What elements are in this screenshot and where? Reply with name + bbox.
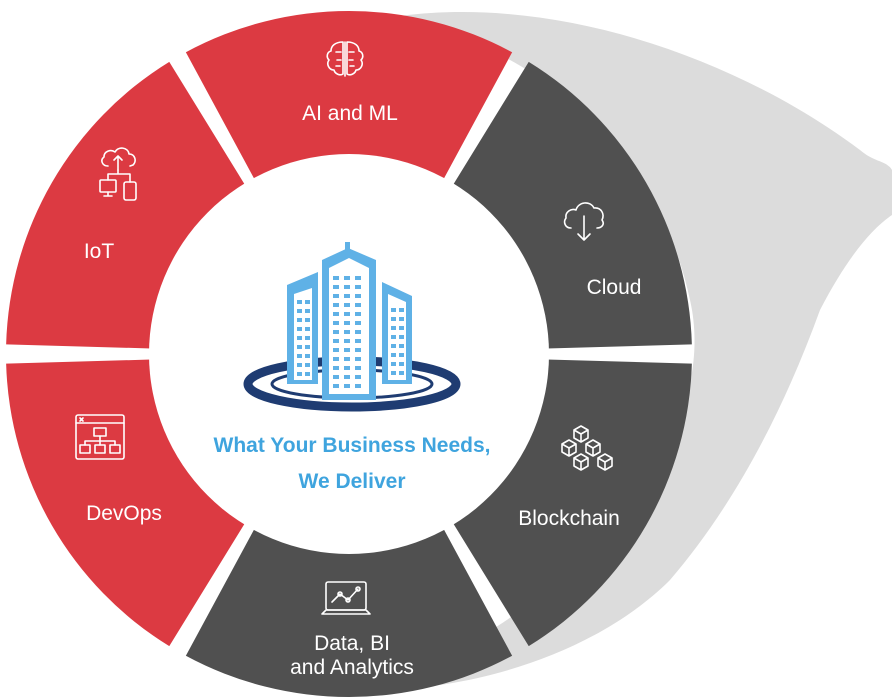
building-window xyxy=(344,366,350,370)
building-window xyxy=(333,357,339,361)
building-window xyxy=(344,321,350,325)
building-window xyxy=(333,330,339,334)
building-window xyxy=(355,321,361,325)
building-window xyxy=(344,312,350,316)
building-window xyxy=(355,285,361,289)
building-window xyxy=(399,362,404,366)
building-window xyxy=(333,375,339,379)
segment-ai-ml xyxy=(185,10,513,180)
segment-label-iot: IoT xyxy=(84,240,115,263)
building-window xyxy=(333,321,339,325)
tagline-line-1: What Your Business Needs, xyxy=(214,434,491,457)
building-window xyxy=(391,308,396,312)
brain-circuit-icon xyxy=(326,41,364,77)
segment-cloud xyxy=(452,61,692,349)
flowchart-window-icon xyxy=(75,414,125,460)
building-window xyxy=(305,309,310,313)
building-window xyxy=(355,384,361,388)
building-window xyxy=(344,330,350,334)
building-window xyxy=(297,354,302,358)
cloud-download-icon xyxy=(563,202,604,241)
segment-label-data-bi-line-2: and Analytics xyxy=(290,656,414,679)
building-window xyxy=(391,344,396,348)
building-window xyxy=(333,285,339,289)
cloud-devices-icon xyxy=(99,147,137,201)
building-window xyxy=(355,348,361,352)
building-window xyxy=(391,326,396,330)
building-window xyxy=(333,312,339,316)
building-window xyxy=(344,348,350,352)
building-window xyxy=(333,348,339,352)
building-window xyxy=(391,335,396,339)
building-window xyxy=(297,309,302,313)
building-window xyxy=(399,326,404,330)
segment-label-data-bi-line-1: Data, BI xyxy=(314,632,390,655)
building-window xyxy=(399,371,404,375)
segment-label-blockchain: Blockchain xyxy=(518,507,620,530)
office-building-icon xyxy=(243,242,461,412)
building-window xyxy=(399,344,404,348)
building-window xyxy=(344,285,350,289)
building-window xyxy=(305,336,310,340)
laptop-chart-icon xyxy=(321,581,371,615)
building-window xyxy=(297,363,302,367)
building-window xyxy=(297,345,302,349)
segment-label-cloud: Cloud xyxy=(587,276,642,299)
building-window xyxy=(333,276,339,280)
building-window xyxy=(355,330,361,334)
building-window xyxy=(297,372,302,376)
segment-devops xyxy=(6,359,246,647)
building-window xyxy=(305,345,310,349)
building-window xyxy=(344,384,350,388)
building-window xyxy=(305,318,310,322)
building-window xyxy=(399,308,404,312)
building-window xyxy=(399,335,404,339)
building-window xyxy=(399,317,404,321)
building-window xyxy=(333,294,339,298)
building-window xyxy=(355,294,361,298)
building-window xyxy=(333,366,339,370)
building-window xyxy=(305,354,310,358)
background-swoosh xyxy=(372,12,892,690)
building-window xyxy=(355,303,361,307)
building-window xyxy=(344,357,350,361)
building-window xyxy=(344,375,350,379)
building-window xyxy=(333,339,339,343)
building-window xyxy=(305,363,310,367)
segment-data-bi xyxy=(185,528,513,697)
segment-label-devops: DevOps xyxy=(86,502,162,525)
building-window xyxy=(399,353,404,357)
building-window xyxy=(344,294,350,298)
building-window xyxy=(297,300,302,304)
building-window xyxy=(355,339,361,343)
building-window xyxy=(333,384,339,388)
segment-blockchain xyxy=(452,359,692,647)
building-window xyxy=(305,300,310,304)
building-window xyxy=(355,276,361,280)
building-window xyxy=(297,318,302,322)
building-window xyxy=(355,357,361,361)
building-window xyxy=(297,336,302,340)
building-window xyxy=(344,276,350,280)
segment-iot xyxy=(6,61,246,349)
building-window xyxy=(391,353,396,357)
building-window xyxy=(305,372,310,376)
tagline-line-2: We Deliver xyxy=(299,470,406,493)
building-window xyxy=(297,327,302,331)
building-window xyxy=(355,375,361,379)
segment-label-ai-ml: AI and ML xyxy=(302,102,398,125)
blocks-network-icon xyxy=(561,425,613,471)
building-window xyxy=(355,366,361,370)
building-window xyxy=(305,327,310,331)
building-window xyxy=(355,312,361,316)
building-window xyxy=(391,362,396,366)
building-window xyxy=(391,371,396,375)
building-window xyxy=(344,339,350,343)
building-window xyxy=(344,303,350,307)
building-window xyxy=(391,317,396,321)
building-window xyxy=(333,303,339,307)
